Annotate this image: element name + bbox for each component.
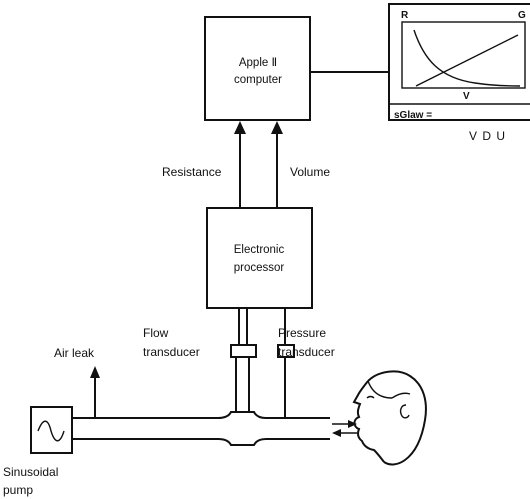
volume-arrowhead [271,121,283,134]
vdu-axis-v-label: V [463,91,470,102]
patient-head-icon [352,370,427,466]
vdu-axis-g-label: G [518,10,526,21]
pump-label-line2: pump [3,483,33,497]
flow-transducer-body [230,344,257,358]
vdu-label: V D U [469,129,506,143]
sine-wave-icon [37,420,65,442]
vdu-frame [388,3,530,121]
air-leak-arrowhead [90,366,100,378]
computer-label-line1: Apple Ⅱ [239,57,277,69]
vdu-axis-r-label: R [401,10,409,21]
pump-label-line1: Sinusoidal [3,465,58,479]
airflow-arrow-in-head [348,420,357,428]
processor-label-line1: Electronic [234,244,285,256]
processor-box [206,207,313,309]
computer-label-line2: computer [234,74,282,86]
volume-label: Volume [290,165,330,179]
pump-box [30,406,73,454]
vdu-plot-area [401,21,526,89]
resistance-arrowhead [234,121,246,134]
air-leak-label: Air leak [54,346,95,360]
computer-box [204,16,311,121]
breathing-tube-top [72,411,330,419]
pressure-transducer-label-line1: Pressure [278,326,326,340]
processor-label-line2: processor [234,262,285,274]
pressure-transducer-label-line2: transducer [278,345,335,359]
vdu-readout-label: sGlaw = [394,110,432,121]
vdu-conductance-line [415,34,519,87]
flow-transducer-label-line1: Flow [143,326,169,340]
breathing-tube-bottom [72,438,330,446]
resistance-label: Resistance [162,165,222,179]
flow-transducer-label-line2: transducer [143,345,200,359]
vdu-resistance-curve [413,29,521,87]
airflow-arrow-out-head [332,429,341,437]
